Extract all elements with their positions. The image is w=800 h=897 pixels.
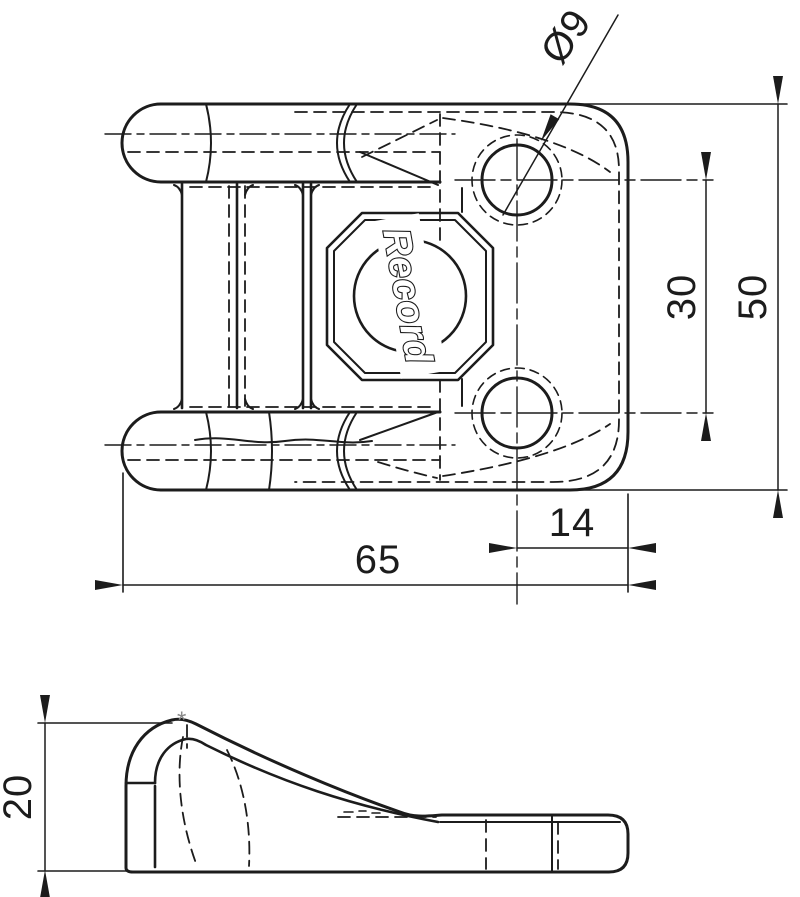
edge-extension-lines — [122, 103, 788, 593]
leader-arrowhead — [541, 114, 560, 141]
hidden-hook-curves — [361, 117, 611, 479]
reference-asterisk: * — [177, 707, 186, 734]
leader-line-hole-diameter — [502, 14, 619, 216]
dim-plate-width: 65 — [95, 538, 656, 590]
dim-label-width: 65 — [355, 538, 402, 582]
cast-surface-wave — [194, 437, 373, 444]
knuckle-axis-centerlines — [104, 133, 456, 446]
logo-octagon-inner — [333, 219, 487, 374]
dim-hole-spacing: 30 — [660, 152, 711, 441]
hidden-bend-edges — [189, 113, 441, 481]
logo-octagon-outer — [325, 211, 495, 382]
top-hole — [480, 143, 554, 217]
dim-hole-edge-distance: 14 — [489, 501, 656, 553]
dim-label-plate-height: 50 — [731, 274, 775, 321]
dimensions: 65 14 30 50 20 Ø9 — [0, 1, 783, 897]
barrel-end-arcs — [205, 103, 358, 491]
cast-transition-lines — [359, 151, 439, 441]
inner-hook-curve — [153, 737, 440, 824]
dim-label-profile-height: 20 — [0, 774, 40, 821]
knuckle-arms — [180, 182, 313, 410]
dim-extension-profile-height — [37, 722, 173, 872]
hidden-underside-outline — [294, 111, 620, 483]
logo-text-band — [373, 213, 447, 379]
side-view: * — [124, 707, 630, 874]
plate-outline — [159, 102, 630, 492]
side-profile-outline — [124, 717, 630, 874]
record-logo: Record — [325, 211, 495, 382]
top-knuckle-barrel — [120, 102, 442, 184]
top-hole-countersink-hidden — [471, 134, 563, 226]
heel-edges — [124, 781, 157, 869]
arm-fillets — [173, 184, 320, 410]
bottom-hole — [480, 376, 554, 450]
dim-label-edge-distance: 14 — [549, 501, 596, 545]
bottom-hole-countersink-hidden — [471, 367, 563, 459]
dim-label-hole-spacing: 30 — [660, 274, 704, 321]
barrel-hidden-lines — [127, 151, 441, 461]
plan-view: Record — [104, 102, 788, 605]
dim-profile-height: 20 — [0, 695, 173, 897]
dim-label-hole-diameter: Ø9 — [532, 1, 600, 72]
hidden-hook-opening — [178, 724, 559, 870]
bottom-knuckle-barrel — [120, 410, 442, 492]
knuckle-arm-hidden-edges — [228, 185, 246, 407]
emboss-detail-lines — [343, 810, 381, 814]
dim-plate-height: 50 — [731, 76, 783, 518]
